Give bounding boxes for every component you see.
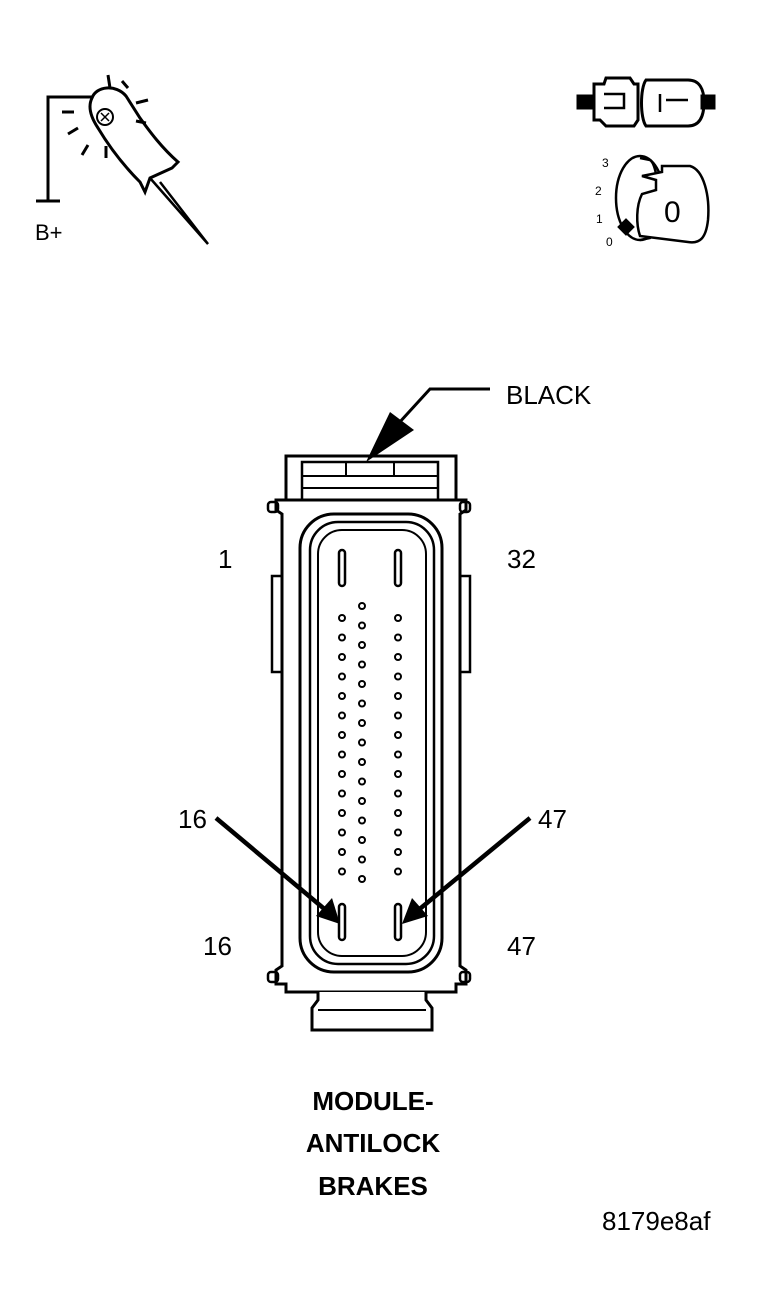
disconnected-connector-icon	[576, 76, 716, 128]
pin-cavity	[358, 699, 366, 708]
pin-cavity	[358, 758, 366, 766]
pin-cavity	[358, 680, 366, 688]
pin-cavity	[338, 750, 346, 759]
ignition-position-1: 1	[596, 212, 603, 226]
pin-cavity	[358, 875, 366, 883]
pin-cavity	[358, 719, 366, 727]
pin-cavity	[394, 672, 402, 681]
title-line-2: ANTILOCK	[306, 1128, 441, 1158]
pin-cavity	[338, 731, 346, 739]
pin-cavity	[358, 602, 366, 610]
title-line-1: MODULE-	[312, 1086, 433, 1116]
pin-cavity	[394, 809, 402, 817]
ignition-position-3: 3	[602, 156, 609, 170]
pin-cavity	[394, 789, 402, 798]
pin-cavity	[394, 848, 402, 856]
pin-cavity	[358, 621, 366, 630]
pin-cavity	[358, 836, 366, 844]
pin-cavity	[394, 770, 402, 778]
pin-cavity	[338, 672, 346, 681]
figure-id: 8179e8af	[602, 1206, 711, 1236]
pin-cavity	[338, 848, 346, 856]
pin-cavity	[338, 692, 346, 700]
callout-arrow-left	[214, 816, 340, 924]
pin-cavity	[394, 692, 402, 700]
title-line-3: BRAKES	[318, 1171, 428, 1201]
pin-cavity	[338, 614, 346, 622]
connector-color-label: BLACK	[506, 380, 592, 410]
pin-cavity	[358, 641, 366, 649]
pin-cavity	[394, 867, 402, 876]
pin-cavity	[338, 828, 346, 837]
ignition-switch-icon	[614, 154, 710, 244]
pin-cavity	[358, 855, 366, 864]
pin-cavity	[338, 711, 346, 720]
pin-cavity	[338, 789, 346, 798]
pin-cavity	[394, 750, 402, 759]
ignition-position-0: 0	[606, 235, 613, 249]
pin-cavity	[338, 867, 346, 876]
pin-cavities	[337, 548, 403, 942]
pin-slot-top-right	[393, 548, 403, 588]
pin-cavity	[338, 633, 346, 642]
pin-cavity	[394, 633, 402, 642]
pin-cavity	[358, 660, 366, 669]
pin-cavity	[358, 797, 366, 805]
connector-body	[266, 454, 472, 1032]
pin-cavity	[338, 770, 346, 778]
pin-cavity	[394, 828, 402, 837]
pin-cavity	[338, 809, 346, 817]
pin-slot-top-left	[337, 548, 347, 588]
pin-label-top-left: 1	[218, 544, 232, 574]
pin-cavity	[358, 738, 366, 747]
callout-arrow-right	[402, 816, 532, 924]
ignition-position-2: 2	[595, 184, 602, 198]
pin-cavity	[394, 711, 402, 720]
pin-slot-bottom-left	[337, 902, 347, 942]
pin-label-bottom-left: 16	[203, 931, 232, 961]
callout-label-left: 16	[178, 804, 207, 834]
pin-cavity	[358, 816, 366, 825]
pin-cavity	[358, 777, 366, 786]
supply-label: B+	[35, 220, 63, 245]
pin-label-top-right: 32	[507, 544, 536, 574]
ignition-key-mark: 0	[664, 196, 681, 229]
callout-label-right: 47	[538, 804, 567, 834]
pin-slot-bottom-right	[393, 902, 403, 942]
pin-cavity	[394, 614, 402, 622]
pin-label-bottom-right: 47	[507, 931, 536, 961]
pin-cavity	[394, 653, 402, 661]
pin-cavity	[338, 653, 346, 661]
color-callout-leader	[366, 387, 490, 462]
pin-cavity	[394, 731, 402, 739]
test-light-icon	[36, 74, 209, 245]
